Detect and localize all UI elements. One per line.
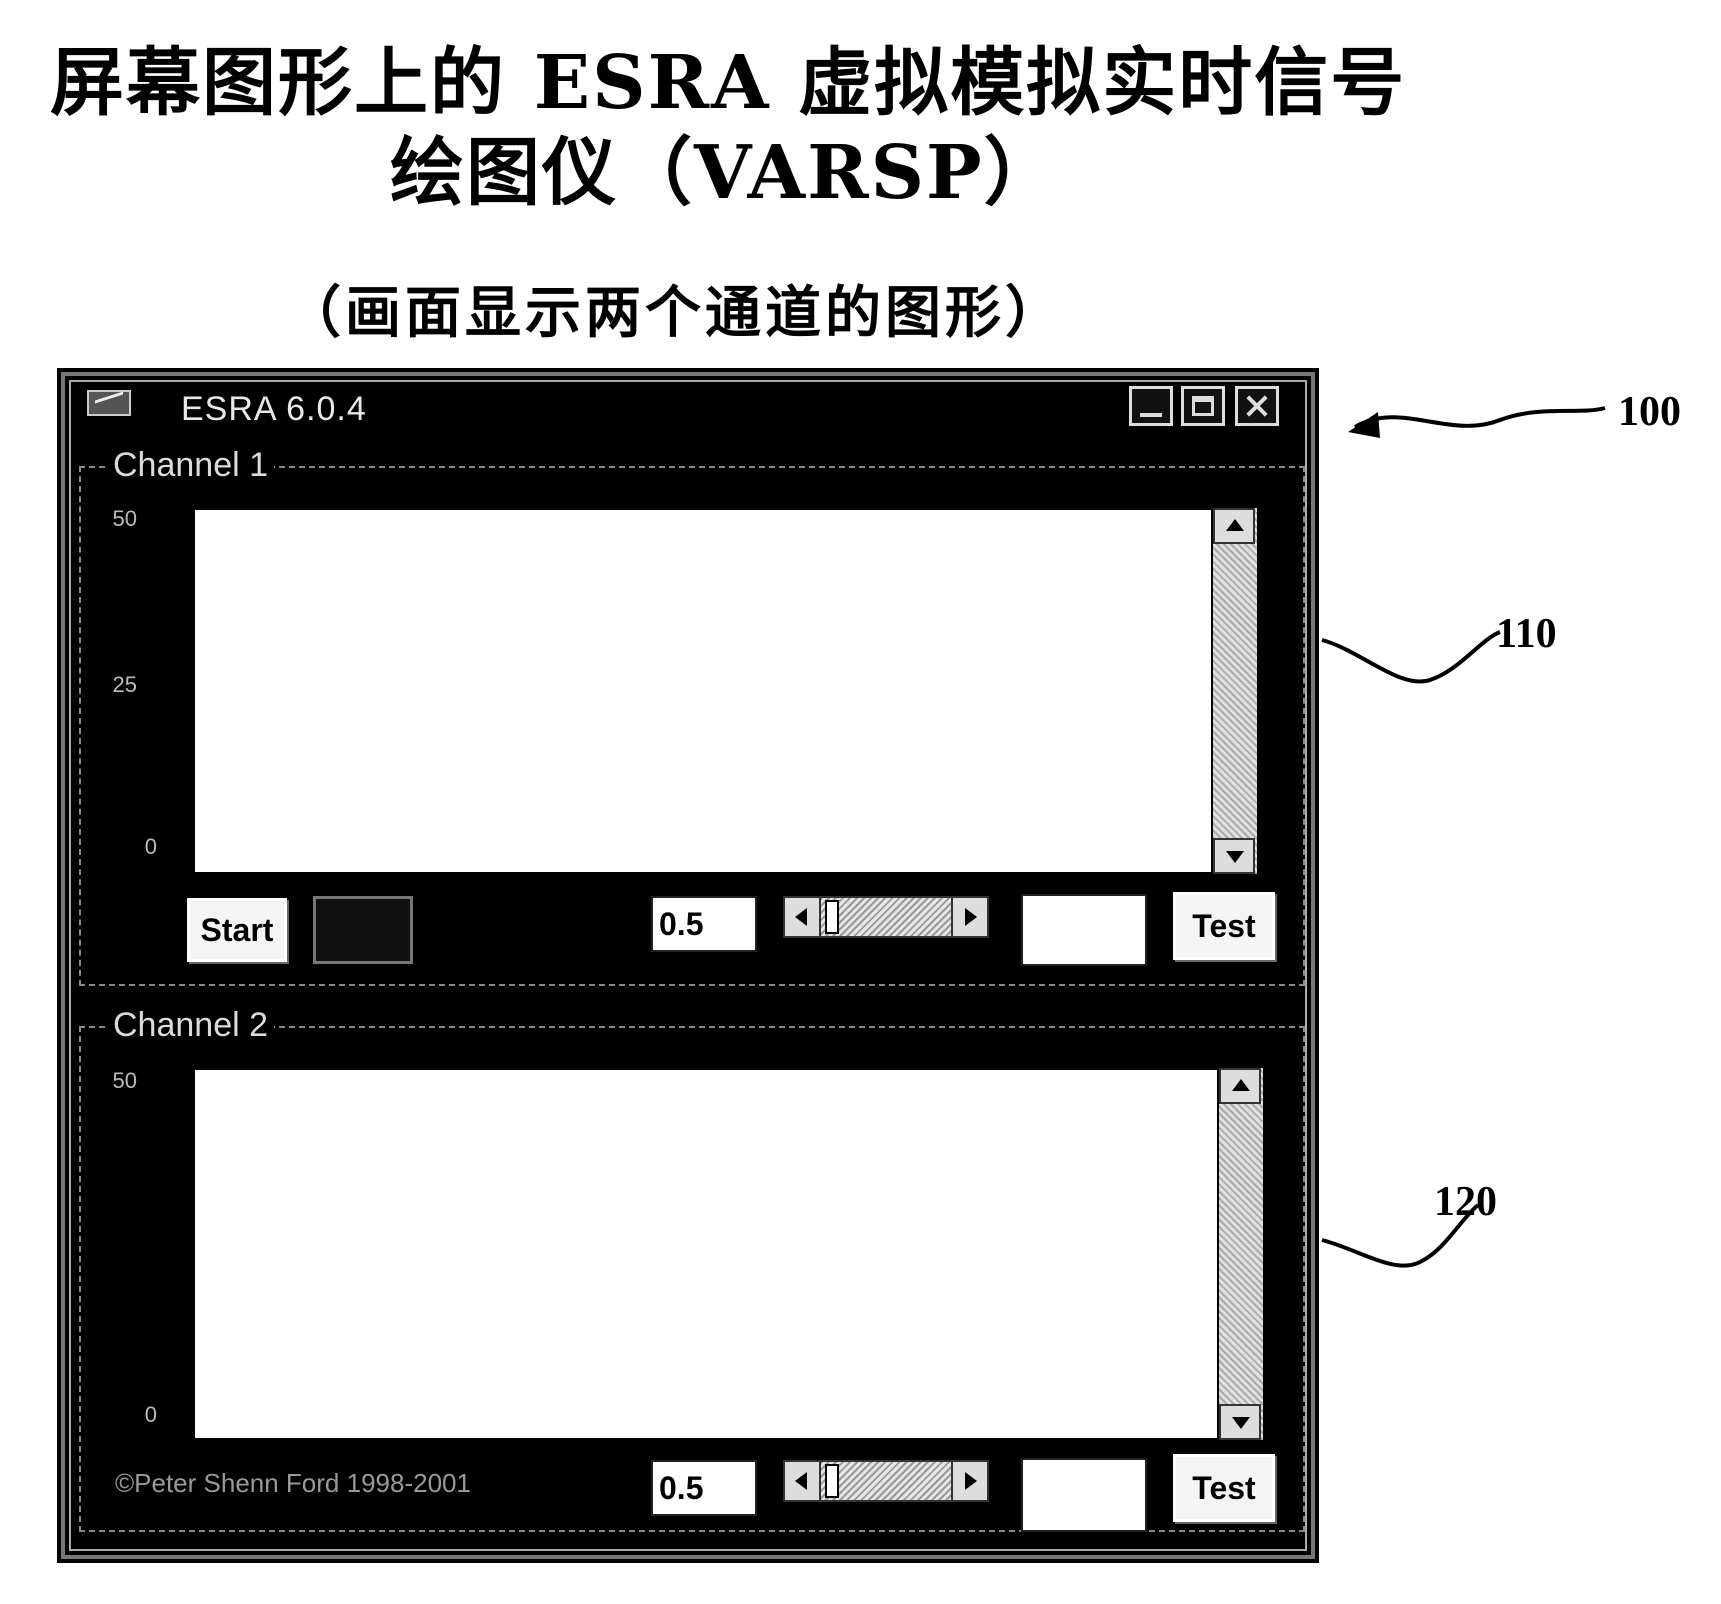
ref-label-110: 110 xyxy=(1496,610,1557,658)
callout-arrow-100 xyxy=(1355,408,1605,427)
ref-label-100: 100 xyxy=(1618,388,1681,436)
ref-label-120: 120 xyxy=(1434,1178,1497,1226)
arrowhead-icon xyxy=(1348,412,1380,438)
callout-line-110 xyxy=(1322,632,1500,682)
